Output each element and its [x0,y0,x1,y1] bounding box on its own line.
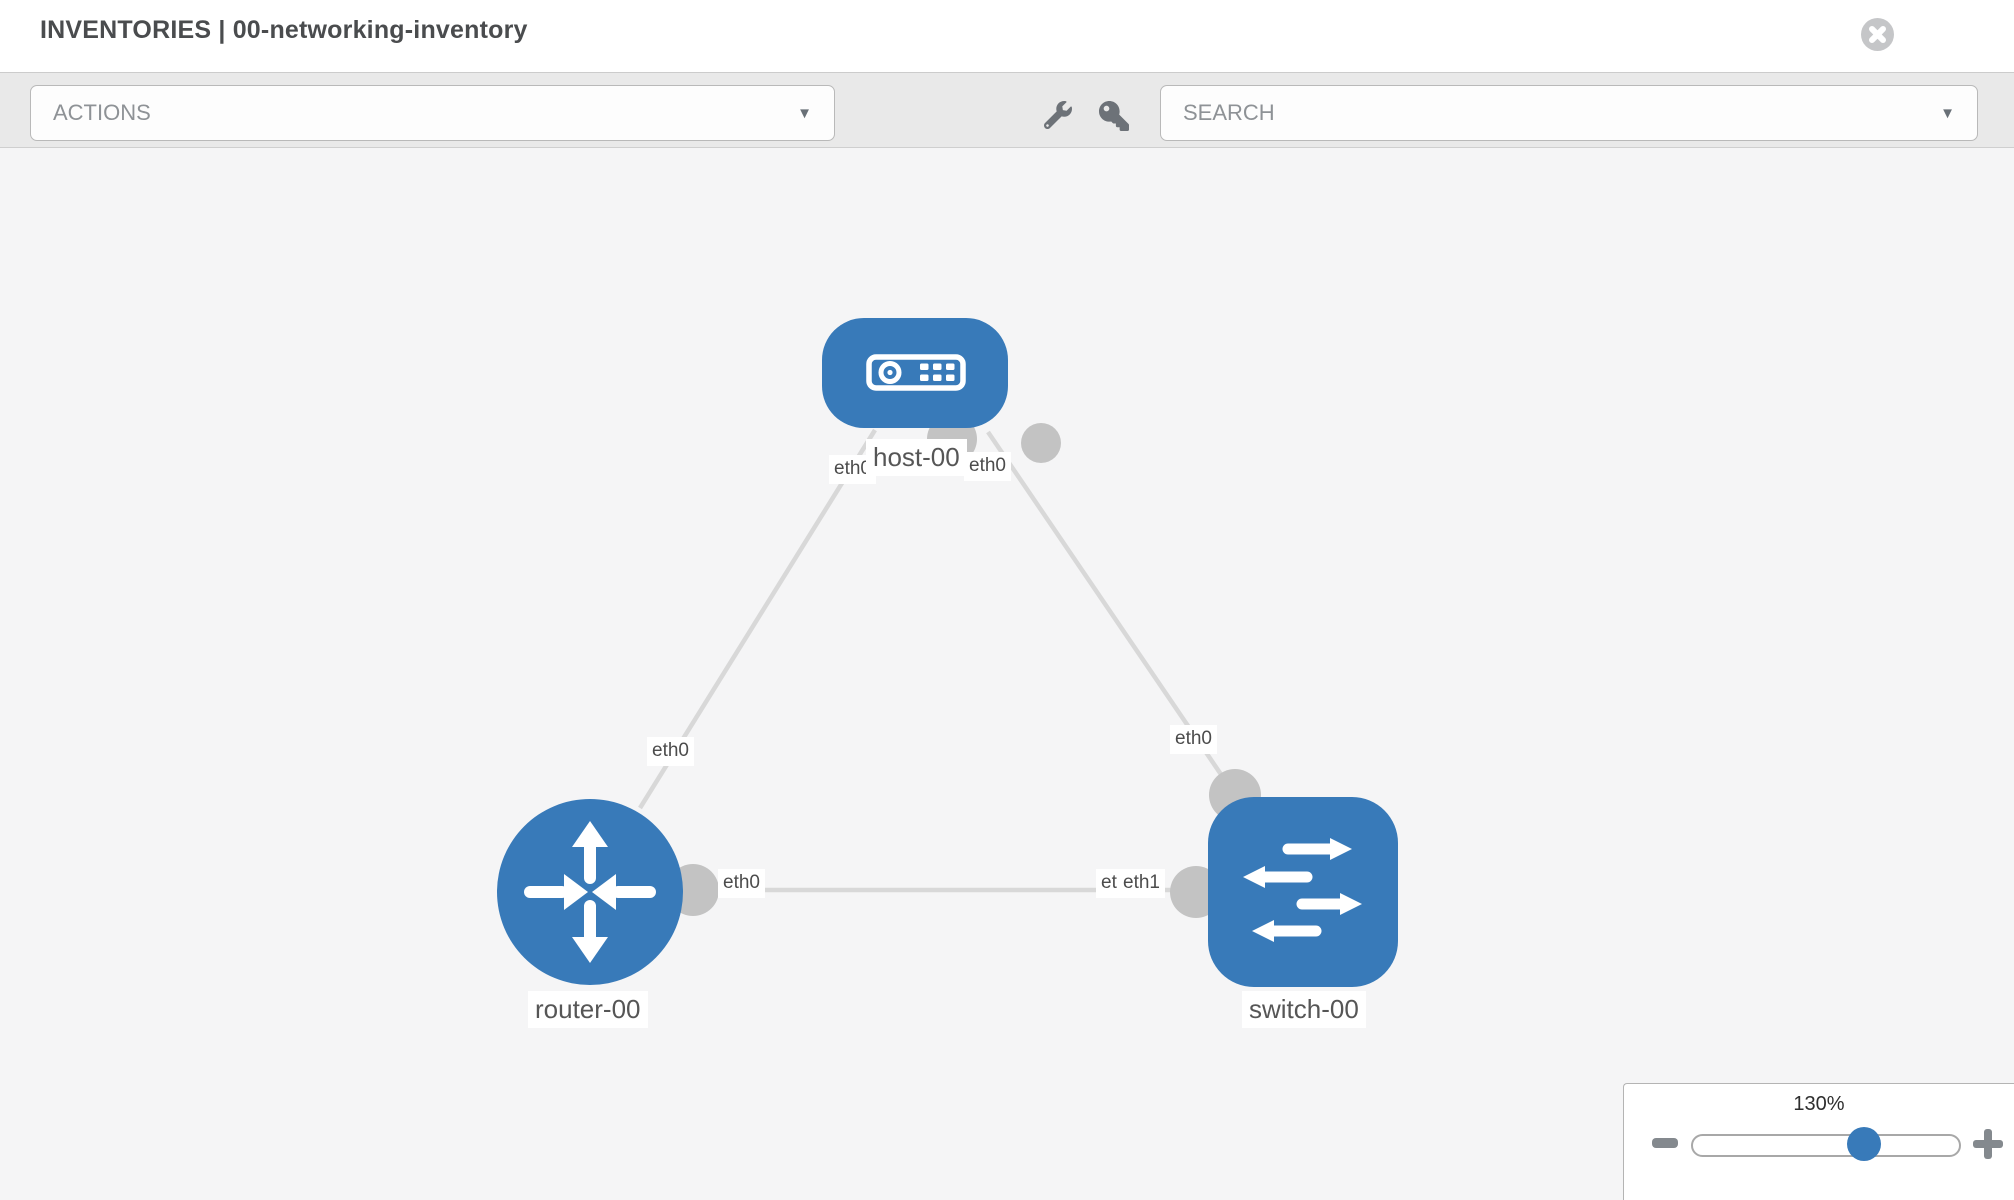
node-switch[interactable] [1208,797,1398,987]
switch-icon [1243,838,1362,942]
endpoint-host-eth0-right [1021,423,1061,463]
interface-endpoints [667,414,1261,918]
header: INVENTORIES | 00-networking-inventory [0,0,2014,72]
zoom-slider-track[interactable] [1691,1134,1961,1157]
host-icon [866,354,966,391]
interface-label: eth0 [1170,725,1217,754]
actions-dropdown[interactable]: ACTIONS ▼ [30,85,835,141]
close-icon [1869,26,1886,43]
interface-label: eth0 [718,869,765,898]
key-icon[interactable] [1099,101,1129,131]
close-button[interactable] [1861,18,1894,51]
chevron-down-icon: ▼ [1940,104,1955,122]
zoom-percent: 130% [1793,1093,1845,1115]
node-label-host: host-00 [866,439,967,476]
page-title: INVENTORIES | 00-networking-inventory [40,16,528,44]
interface-label: eth0 [964,452,1011,481]
topology-canvas[interactable]: eth0 host-00 eth0 eth0 eth0 eth0 eth0 et… [0,148,2014,1200]
node-router[interactable] [497,799,683,985]
router-icon [524,821,656,963]
plus-icon[interactable] [1973,1129,2003,1159]
search-placeholder: SEARCH [1183,100,1275,125]
wrench-icon[interactable] [1043,101,1074,131]
interface-label: eth1 [1118,869,1165,898]
actions-dropdown-label: ACTIONS [53,100,151,125]
zoom-slider-thumb[interactable] [1847,1127,1881,1161]
search-dropdown[interactable]: SEARCH ▼ [1160,85,1978,141]
node-label-switch: switch-00 [1242,991,1366,1028]
node-label-router: router-00 [528,991,648,1028]
chevron-down-icon: ▼ [797,104,812,122]
zoom-panel: 130% [1623,1083,2014,1200]
interface-label: eth0 [647,737,694,766]
topology-links[interactable] [638,428,1237,893]
minus-icon[interactable] [1652,1138,1678,1148]
toolbar: ACTIONS ▼ SEARCH ▼ [0,72,2014,148]
node-host[interactable] [822,318,1008,428]
